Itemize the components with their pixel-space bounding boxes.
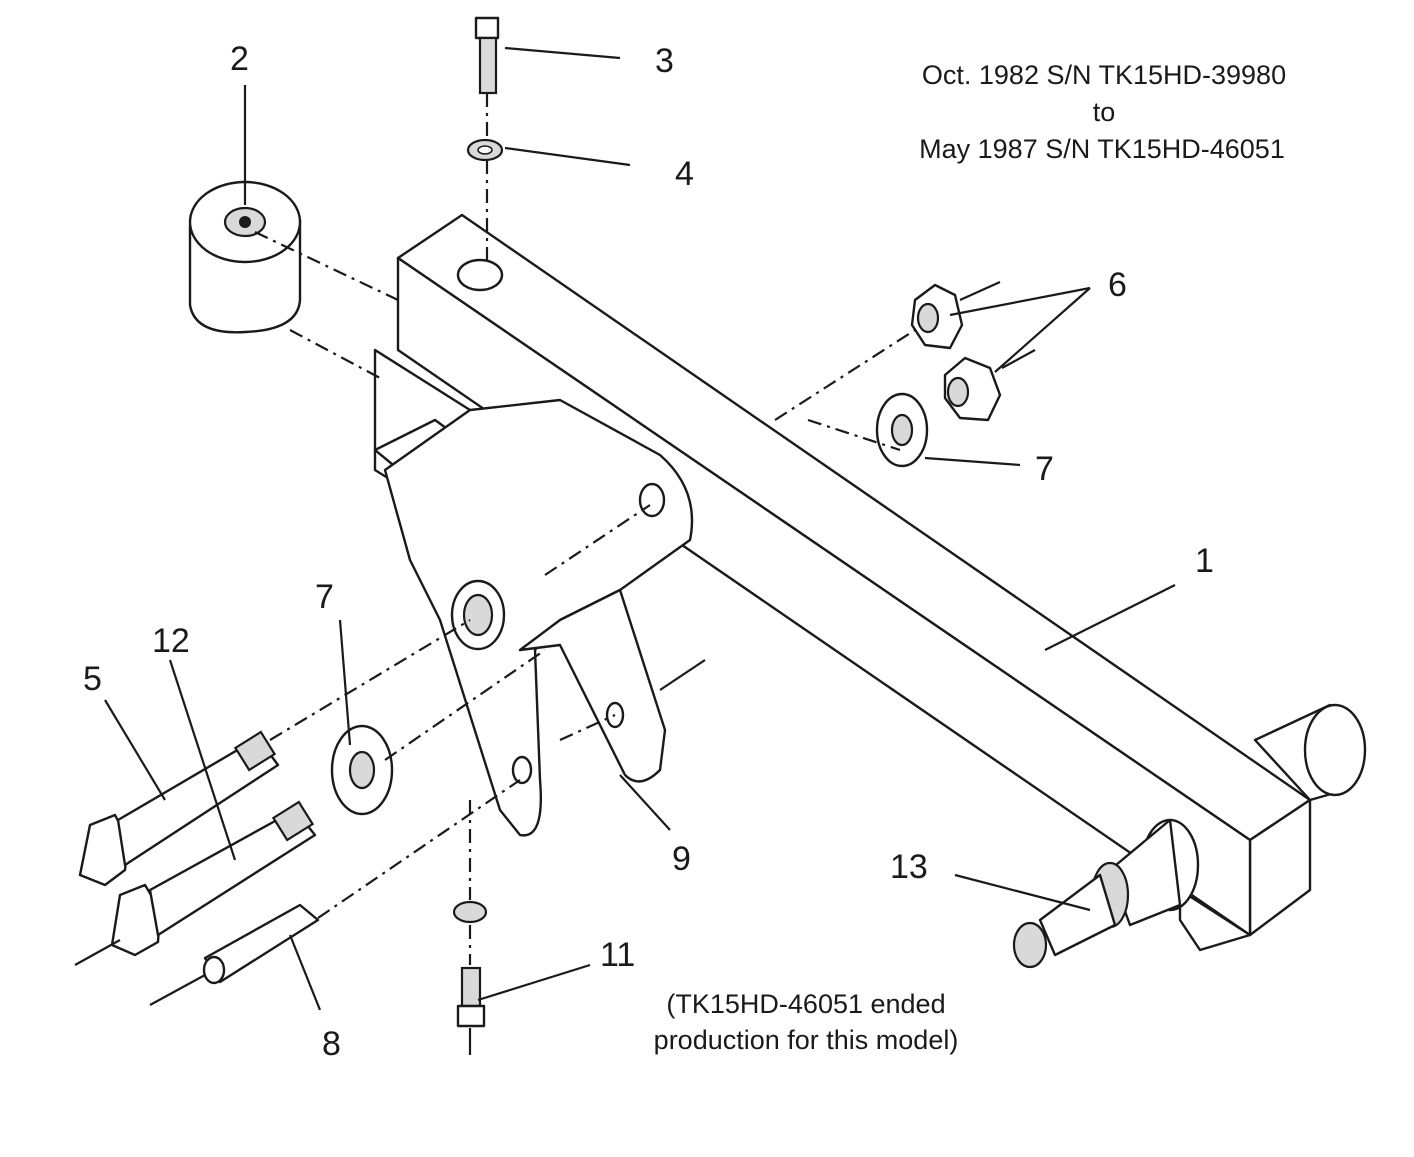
- callout-2: 2: [230, 40, 249, 78]
- bolt-part-12: [110, 800, 317, 957]
- serial-range-end: May 1987 S/N TK15HD-46051: [919, 134, 1285, 164]
- production-note-line1: (TK15HD-46051 ended: [666, 989, 945, 1019]
- callout-5: 5: [83, 660, 102, 698]
- callout-4: 4: [675, 155, 694, 193]
- production-note-line2: production for this model): [654, 1025, 959, 1055]
- bracket-lower-hole: [511, 755, 533, 785]
- callout-1: 1: [1195, 542, 1214, 580]
- mounting-bracket: [373, 348, 694, 837]
- callout-11: 11: [600, 936, 635, 974]
- nut-part-6: [910, 283, 1002, 422]
- serial-range-start: Oct. 1982 S/N TK15HD-39980: [922, 60, 1286, 90]
- callout-12: 12: [152, 622, 190, 660]
- pin-part-8: [202, 903, 320, 985]
- callout-labels: 2 3 4 6 7 1 7 12 5 9 13 11 8: [83, 40, 1214, 1063]
- serial-range-note: Oct. 1982 S/N TK15HD-39980 to May 1987 S…: [919, 60, 1286, 164]
- callout-7-left: 7: [315, 578, 334, 616]
- callout-6: 6: [1108, 266, 1127, 304]
- production-note: (TK15HD-46051 ended production for this …: [654, 989, 959, 1055]
- rear-spindle: [1253, 703, 1367, 802]
- bolt-part-11: [452, 900, 488, 1028]
- callout-7-right: 7: [1035, 450, 1054, 488]
- lockwasher-part-4: [466, 138, 504, 162]
- leader-lines: [104, 46, 1176, 1011]
- callout-9: 9: [672, 840, 691, 878]
- assembly-lines: [74, 93, 1036, 1055]
- spindle-part-13: [1012, 818, 1200, 969]
- roller-part-2: [188, 180, 302, 334]
- bolt-part-5: [78, 730, 280, 887]
- beam-bolt-hole: [456, 258, 504, 292]
- callout-3: 3: [655, 42, 674, 80]
- serial-range-to: to: [1093, 97, 1116, 127]
- callout-8: 8: [322, 1025, 341, 1063]
- bolt-part-3: [474, 16, 500, 95]
- washer-part-7: [330, 392, 929, 816]
- bracket-upper-hole: [638, 482, 666, 518]
- callout-13: 13: [890, 848, 928, 886]
